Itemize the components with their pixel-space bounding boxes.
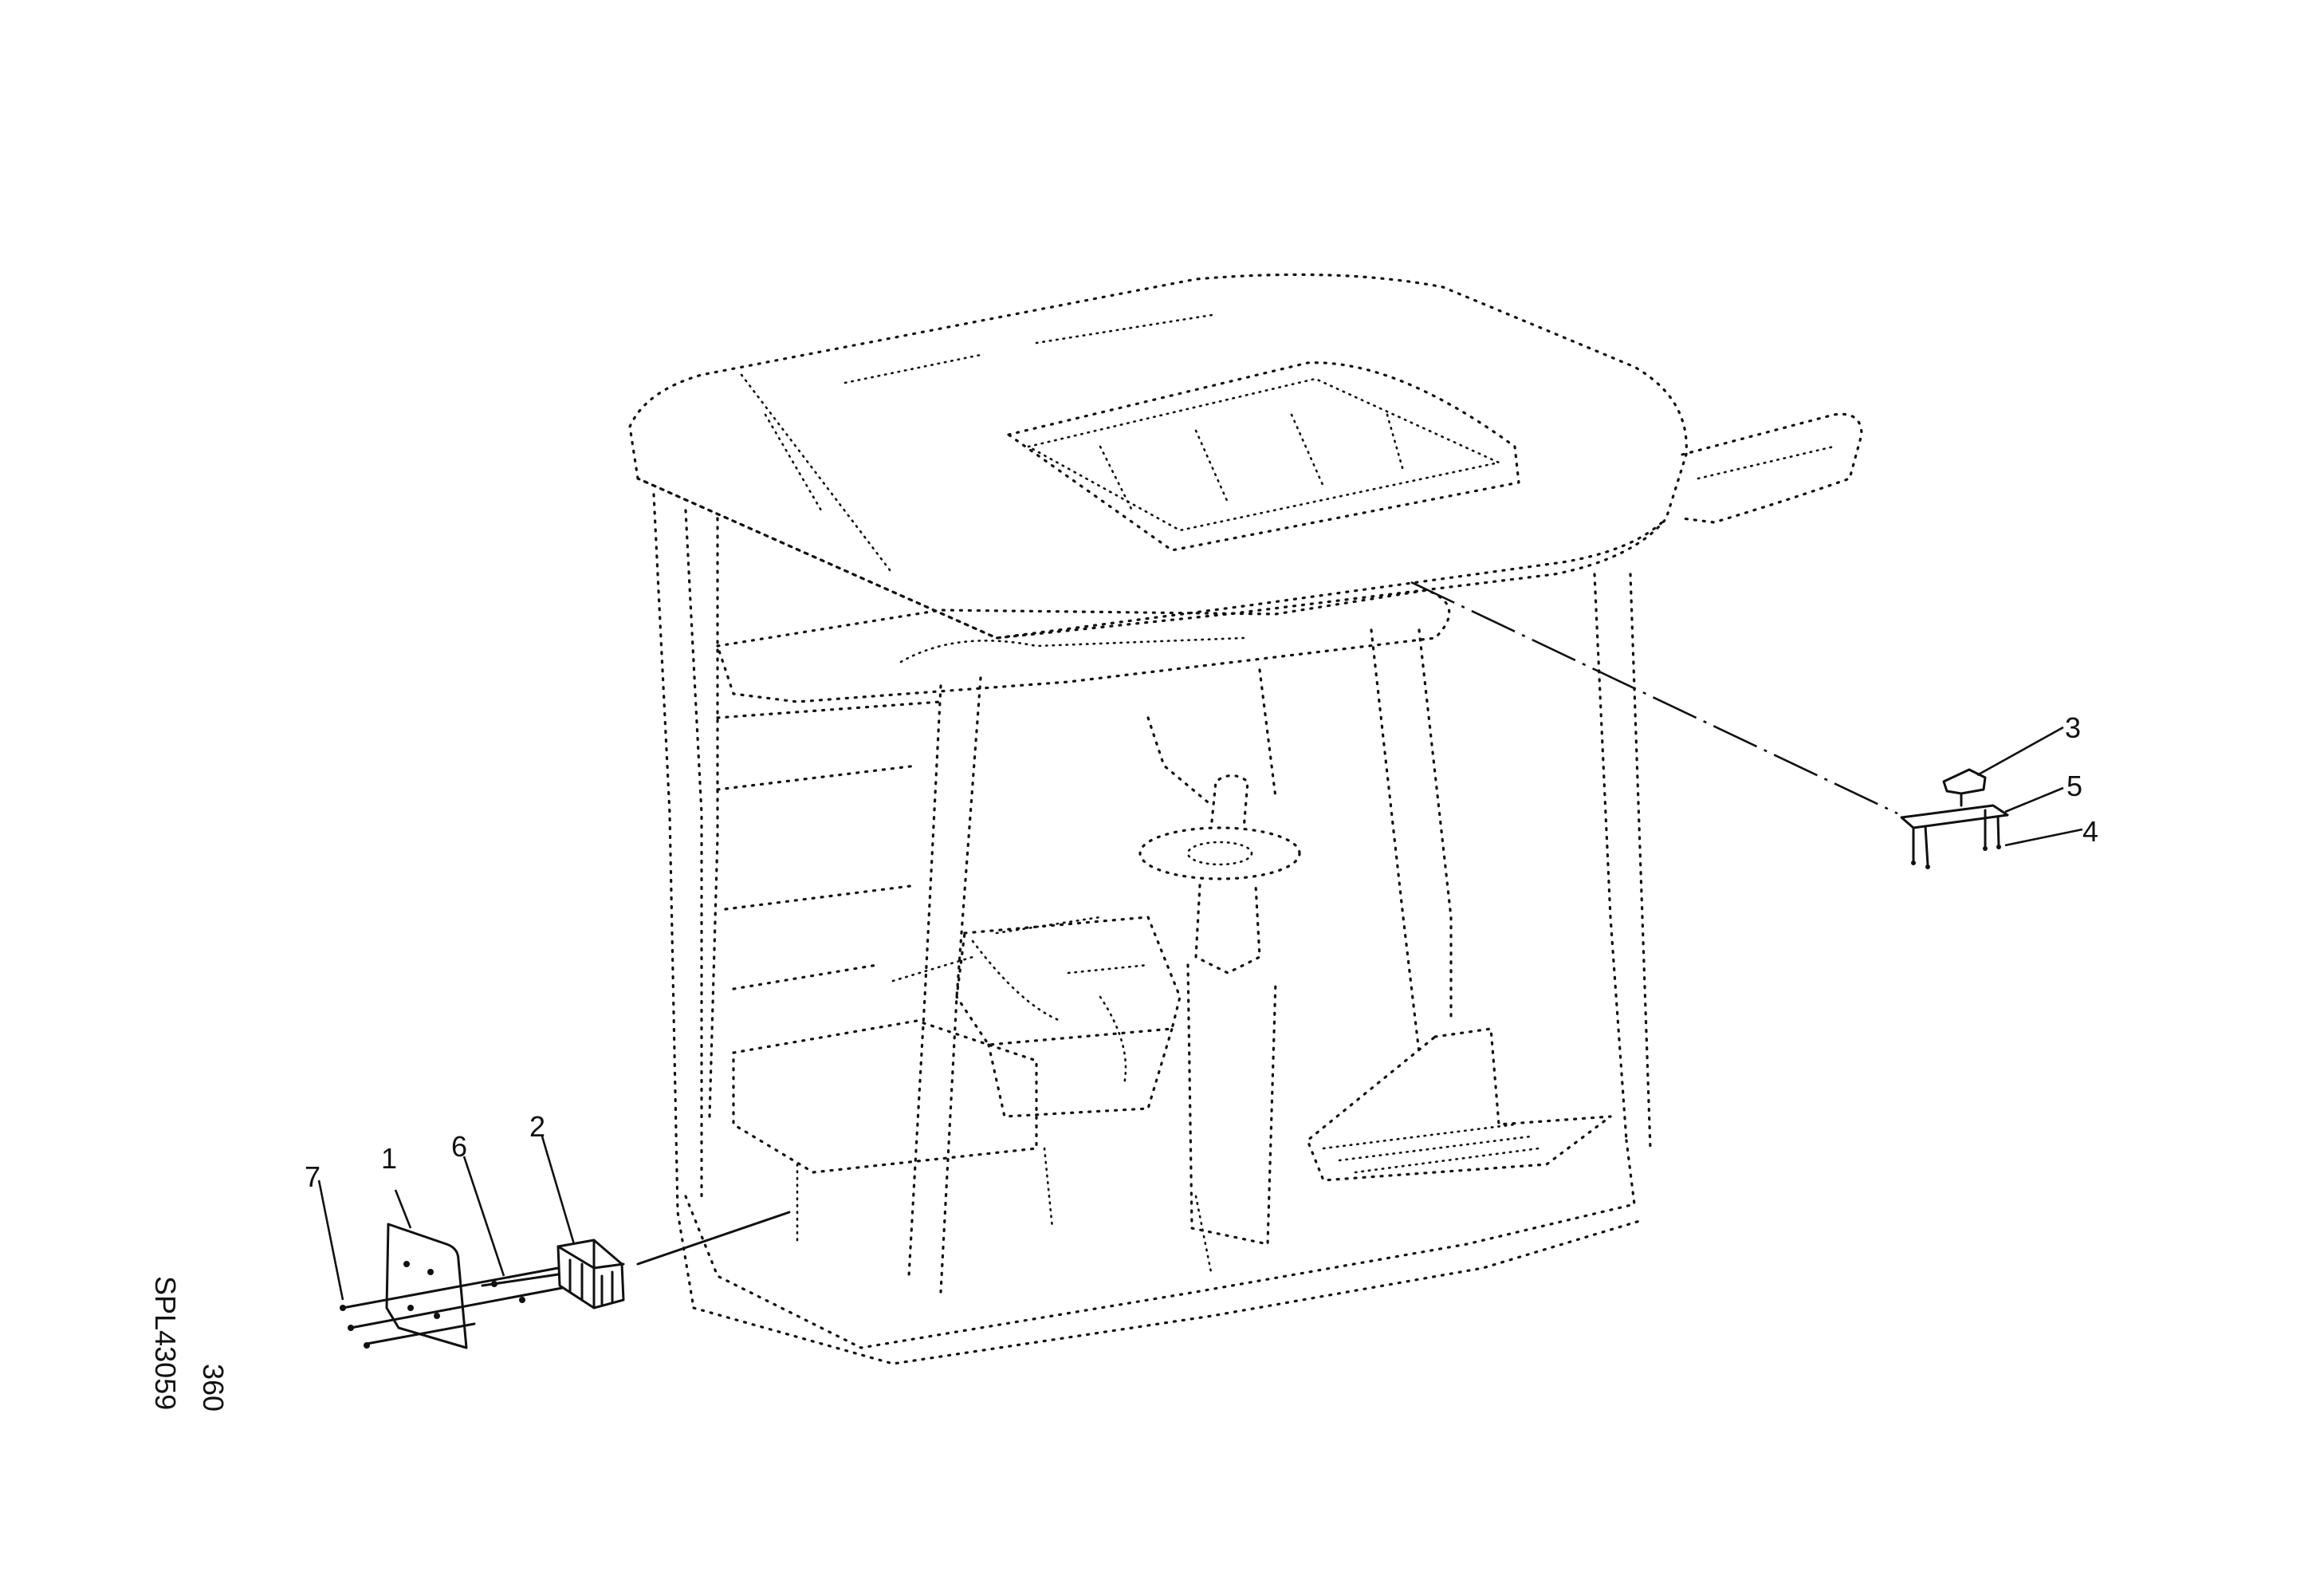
callout-leaders: [317, 726, 2083, 1301]
bolt: [341, 1266, 560, 1309]
cab-posts: [652, 493, 1652, 1309]
leader-to-bracket: [636, 1211, 791, 1266]
reference-page-number: 360: [197, 1364, 230, 1412]
front-roof-beam: [716, 589, 1451, 703]
callout-4: 4: [2082, 815, 2098, 848]
roof-light-assembly: [1900, 768, 2009, 869]
cab-rear-arm: [1681, 412, 1863, 524]
reference-drawing-code: SPL43059: [149, 1276, 182, 1410]
callout-5: 5: [2066, 770, 2082, 802]
bracket-assembly: [340, 1223, 625, 1349]
callout-1: 1: [381, 1142, 397, 1175]
callout-2: 2: [529, 1110, 545, 1143]
callout-3: 3: [2065, 711, 2081, 744]
roof-lamp: [1942, 768, 1987, 795]
mounting-plate: [385, 1223, 468, 1349]
leader-to-roof-light: [1410, 581, 1898, 815]
callout-7: 7: [305, 1160, 320, 1193]
bolt: [349, 1286, 564, 1329]
lamp-mounting-bracket: [1900, 804, 2009, 829]
callout-6: 6: [451, 1130, 467, 1163]
cab-roof: [628, 273, 1688, 640]
bolt: [365, 1322, 476, 1345]
cab-floor: [684, 1019, 1644, 1365]
steering-console: [1138, 716, 1301, 1246]
cab-side-rails: [716, 700, 1102, 990]
switch-housing: [556, 1239, 625, 1309]
operator-seat: [955, 916, 1182, 1118]
